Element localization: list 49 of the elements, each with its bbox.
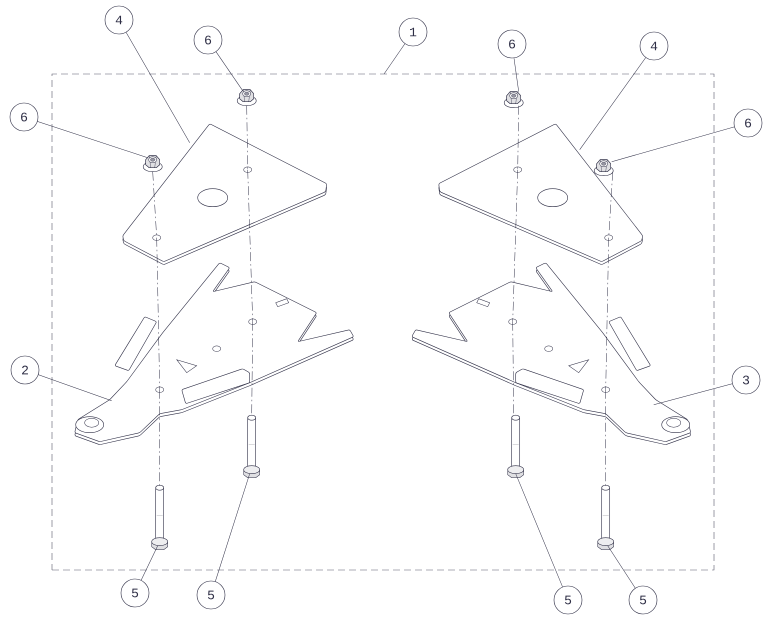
leader-line [515,473,563,588]
bracket-drawing [74,262,354,445]
center-line [517,105,519,170]
flange-nut-drawing [594,159,614,176]
bolt-drawing [243,414,260,478]
callout-number: 5 [120,578,150,608]
callout-number: 6 [194,26,222,54]
flange-nut-drawing [504,91,524,108]
flange-nut-drawing [236,89,256,106]
center-line [156,237,160,390]
plate-drawing [122,124,327,265]
callout-number: 4 [640,32,668,60]
callout-number: 5 [628,586,658,614]
bolt-drawing [507,414,524,478]
callout-number: 2 [10,356,40,384]
leader-line [38,374,112,401]
leader-line [216,52,243,91]
center-line [512,169,518,322]
bolt-drawing [597,484,614,550]
flange-nut-drawing [142,155,162,172]
leader-line [384,44,406,74]
leader-line [514,58,519,92]
plate-drawing [438,124,643,265]
assembly-outline [52,74,714,570]
callout-number: 6 [10,102,38,132]
callout-number: 5 [196,580,226,610]
center-line [251,321,253,416]
callout-number: 6 [734,108,762,138]
leader-line [653,383,732,405]
leader-line [215,473,250,582]
callout-number: 4 [104,6,134,34]
leader-line [579,57,646,150]
leader-line [126,32,190,143]
bolt-drawing [151,484,168,550]
callout-number: 3 [732,366,760,394]
leader-line [611,126,734,162]
center-line [159,389,160,486]
callout-number: 1 [398,18,428,46]
callout-number: 5 [554,586,582,614]
center-line [512,321,514,416]
center-line [247,169,253,322]
center-line [246,105,248,170]
leader-line [37,121,148,158]
bracket-drawing [412,262,691,445]
leader-line [140,545,158,580]
center-line [605,237,609,390]
leader-line [607,545,636,588]
center-line [605,389,606,486]
callout-number: 6 [498,30,526,58]
